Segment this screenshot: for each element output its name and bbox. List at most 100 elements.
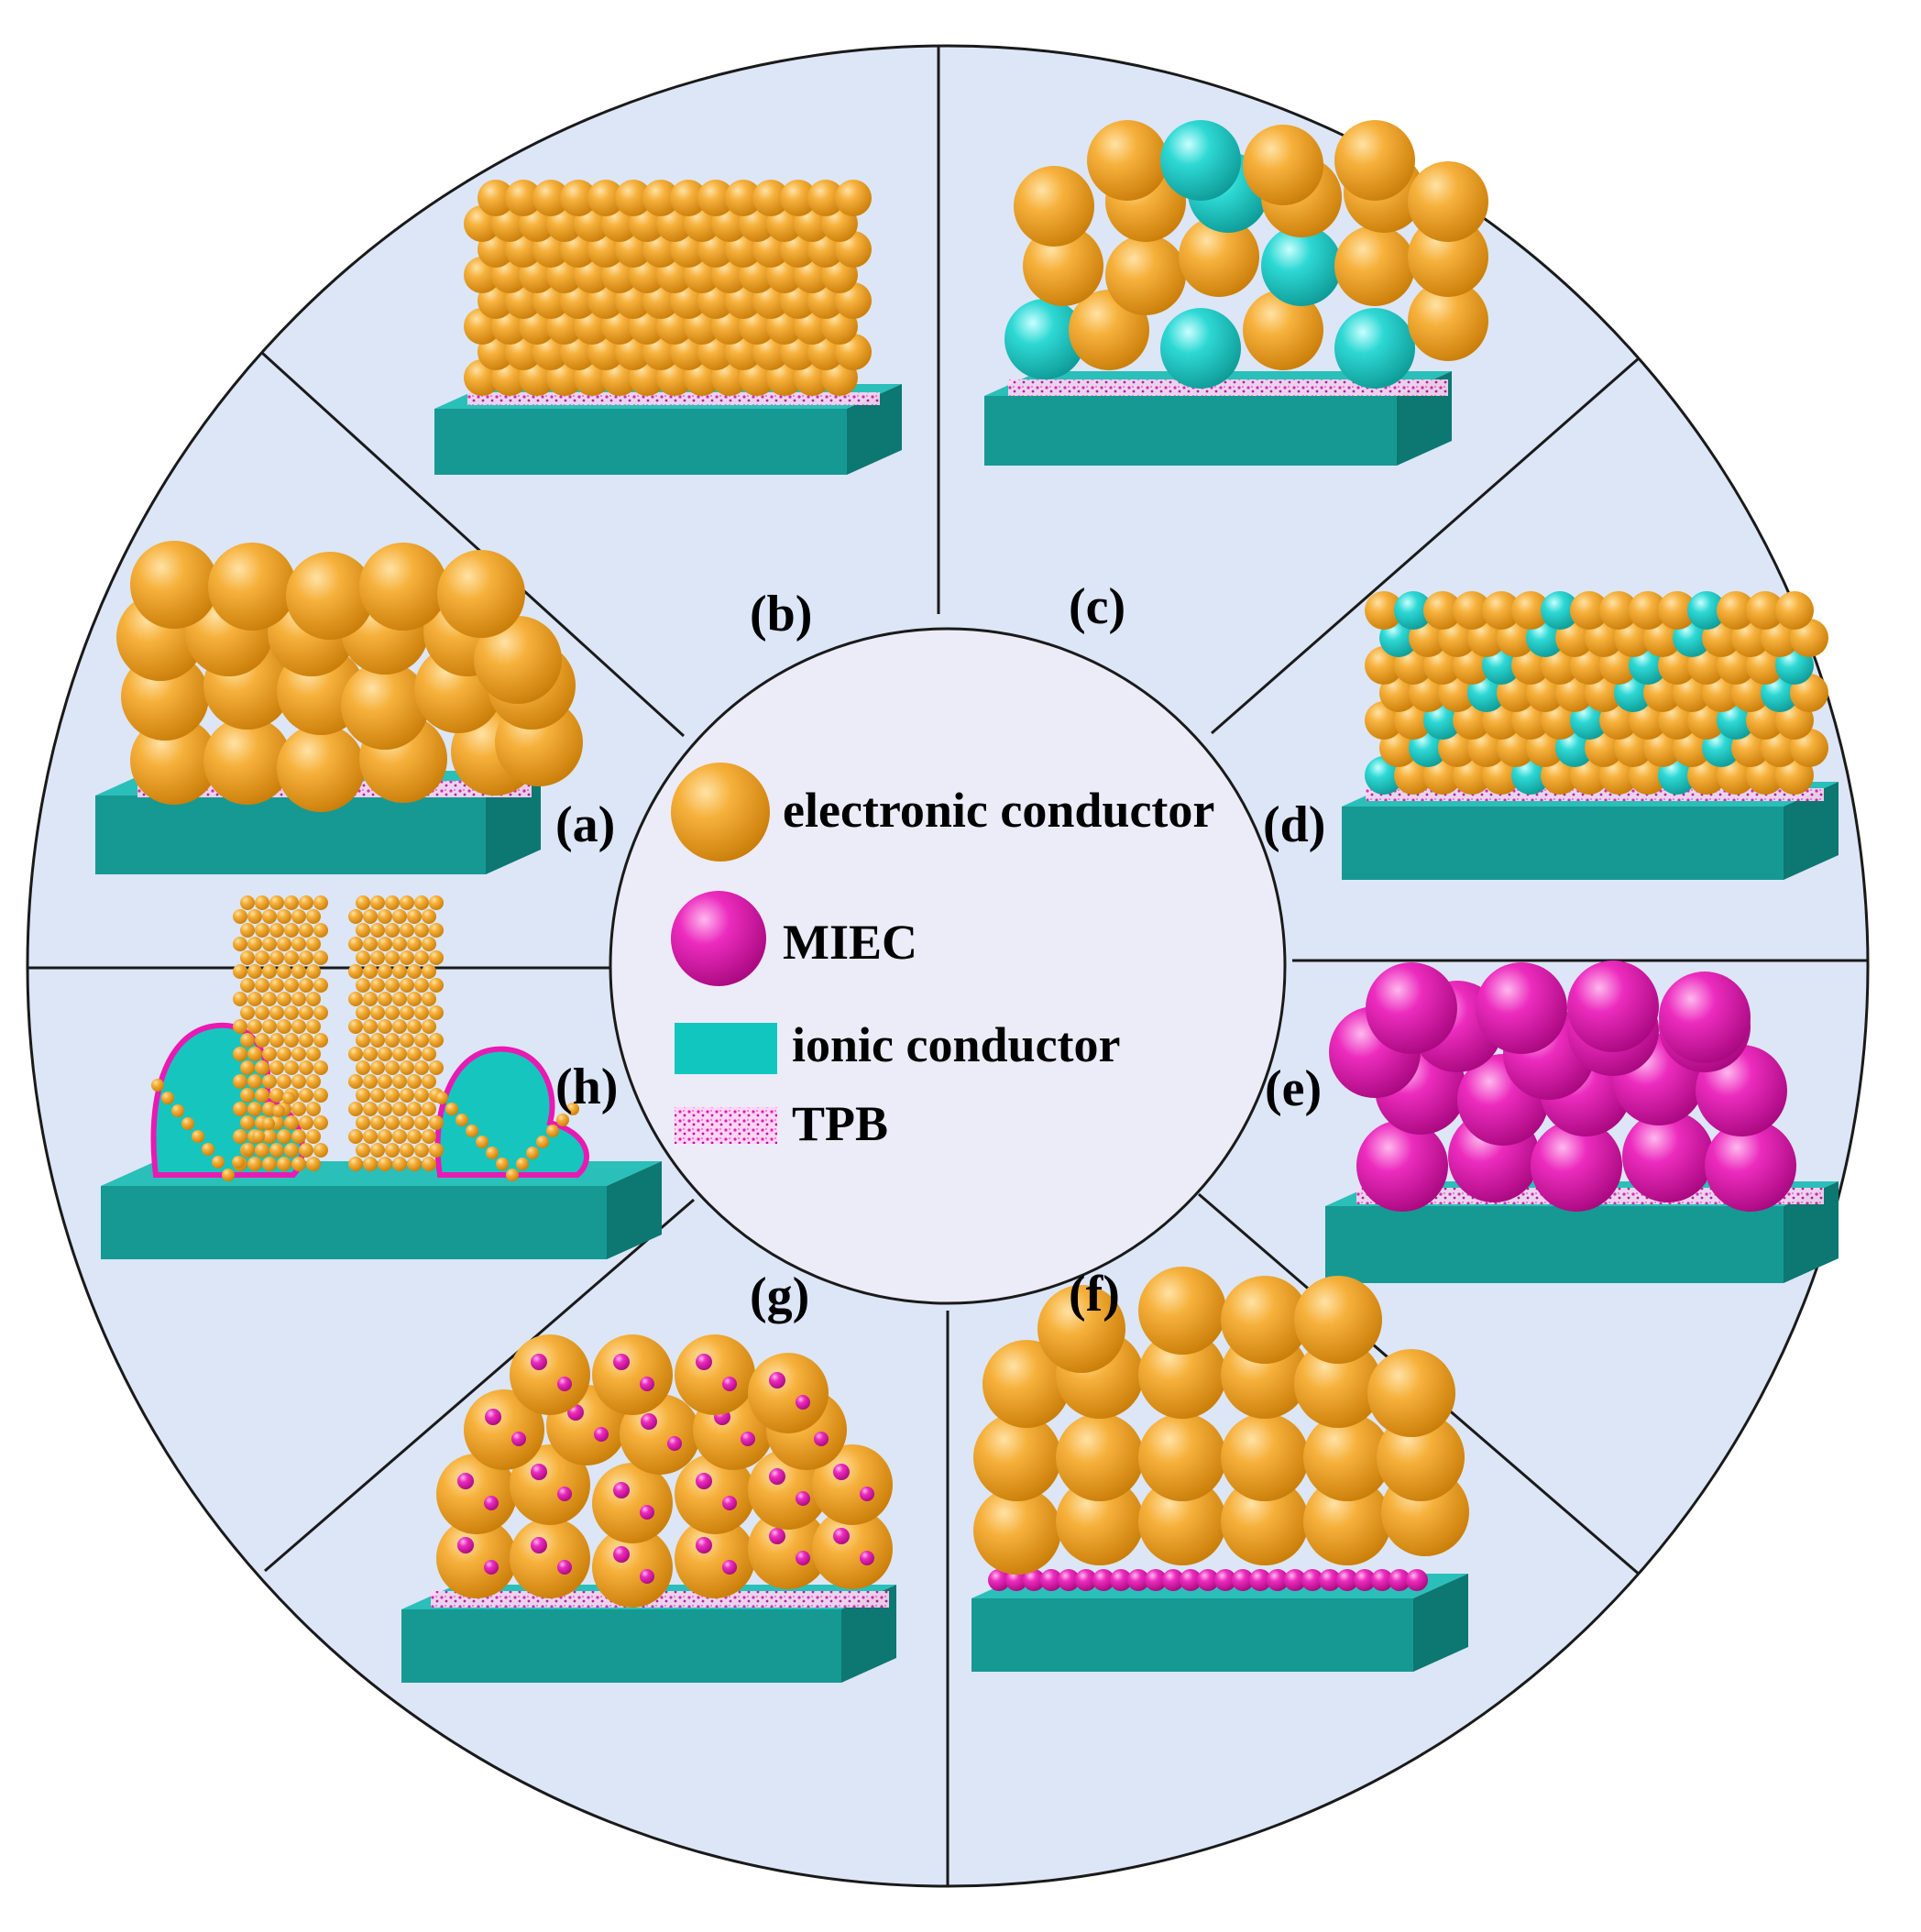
substrate-side-face xyxy=(607,1161,662,1259)
electronic-conductor-particle xyxy=(240,1005,255,1020)
electronic-conductor-particle xyxy=(546,1125,559,1137)
miec-particle xyxy=(833,1528,850,1544)
electronic-conductor-particle xyxy=(807,180,844,216)
electronic-conductor-particle xyxy=(400,1088,414,1103)
electronic-conductor-particle xyxy=(429,895,444,910)
substrate-front-face xyxy=(401,1609,841,1683)
electronic-conductor-particle xyxy=(247,1047,262,1061)
electronic-conductor-particle xyxy=(532,180,569,216)
legend-ionic-conductor-label: ionic conductor xyxy=(792,1017,1121,1072)
electronic-conductor-particle xyxy=(356,895,370,910)
electronic-conductor-particle xyxy=(1179,216,1259,297)
electronic-conductor-particle xyxy=(385,1115,400,1130)
electronic-conductor-particle xyxy=(277,1129,291,1144)
electronic-conductor-particle xyxy=(247,937,262,951)
electronic-conductor-particle xyxy=(1365,591,1403,630)
substrate-front-face xyxy=(101,1186,607,1259)
electronic-conductor-particle xyxy=(1367,1349,1455,1437)
miec-particle xyxy=(1249,1569,1271,1591)
electronic-conductor-particle xyxy=(306,1019,321,1034)
electronic-conductor-particle xyxy=(400,1115,414,1130)
electronic-conductor-particle xyxy=(284,1033,299,1048)
electronic-conductor-particle xyxy=(407,1019,422,1034)
electronic-conductor-particle xyxy=(240,923,255,938)
legend-tpb-swatch xyxy=(675,1107,777,1144)
electronic-conductor-particle xyxy=(313,1115,328,1130)
miec-particle xyxy=(1531,1120,1622,1212)
miec-particle xyxy=(1232,1569,1254,1591)
substrate-side-face xyxy=(1784,1181,1839,1283)
electronic-conductor-particle xyxy=(299,895,313,910)
electronic-conductor-particle xyxy=(299,1088,313,1103)
panel-f-scene xyxy=(971,1267,1469,1672)
electronic-conductor-particle xyxy=(277,724,365,812)
electronic-conductor-particle xyxy=(348,1047,363,1061)
miec-particle xyxy=(1705,1120,1796,1212)
electronic-conductor-particle xyxy=(356,1060,370,1075)
miec-particle xyxy=(796,1395,810,1410)
electronic-conductor-particle xyxy=(262,1157,277,1171)
electronic-conductor-particle xyxy=(414,895,429,910)
electronic-conductor-particle xyxy=(422,937,436,951)
substrate-front-face xyxy=(434,409,847,475)
electronic-conductor-particle xyxy=(422,1102,436,1116)
electronic-conductor-particle xyxy=(370,1060,385,1075)
electronic-conductor-particle xyxy=(400,1143,414,1158)
electronic-conductor-particle xyxy=(151,1079,164,1092)
electronic-conductor-particle xyxy=(675,1518,755,1598)
legend-miec-swatch xyxy=(671,891,766,986)
electronic-conductor-particle xyxy=(378,964,392,979)
electronic-conductor-particle xyxy=(291,1102,306,1116)
miec-particle xyxy=(1040,1569,1062,1591)
electronic-conductor-particle xyxy=(262,1129,277,1144)
electronic-conductor-particle xyxy=(348,1074,363,1089)
electronic-conductor-particle xyxy=(299,1115,313,1130)
electronic-conductor-particle xyxy=(615,180,652,216)
electronic-conductor-particle xyxy=(378,1102,392,1116)
electronic-conductor-particle xyxy=(299,950,313,965)
miec-particle xyxy=(1406,1569,1428,1591)
electronic-conductor-particle xyxy=(277,1074,291,1089)
legend-miec-label: MIEC xyxy=(783,915,917,970)
electronic-conductor-particle xyxy=(341,662,429,750)
miec-particle xyxy=(769,1372,785,1389)
electronic-conductor-particle xyxy=(414,950,429,965)
electronic-conductor-particle xyxy=(385,950,400,965)
electronic-conductor-particle xyxy=(247,1074,262,1089)
substrate-front-face xyxy=(1325,1206,1784,1283)
electronic-conductor-particle xyxy=(306,1102,321,1116)
miec-particle xyxy=(1354,1569,1376,1591)
electronic-conductor-particle xyxy=(313,923,328,938)
electronic-conductor-particle xyxy=(313,1005,328,1020)
miec-particle xyxy=(531,1354,547,1370)
electronic-conductor-particle xyxy=(407,992,422,1006)
electronic-conductor-particle xyxy=(291,1157,306,1171)
electronic-conductor-particle xyxy=(670,180,707,216)
electronic-conductor-particle xyxy=(812,1444,893,1525)
ionic-conductor-particle xyxy=(1394,591,1433,630)
electronic-conductor-particle xyxy=(272,1104,285,1117)
electronic-conductor-particle xyxy=(356,950,370,965)
electronic-conductor-particle xyxy=(642,180,679,216)
electronic-conductor-particle xyxy=(378,909,392,924)
electronic-conductor-particle xyxy=(299,1033,313,1048)
electronic-conductor-particle xyxy=(407,1047,422,1061)
electronic-conductor-particle xyxy=(284,923,299,938)
miec-particle xyxy=(667,1436,682,1451)
electronic-conductor-particle xyxy=(392,1102,407,1116)
electronic-conductor-particle xyxy=(277,992,291,1006)
electronic-conductor-particle xyxy=(587,180,624,216)
substrate-front-face xyxy=(971,1598,1413,1672)
electronic-conductor-particle xyxy=(407,1102,422,1116)
miec-particle xyxy=(696,1537,712,1553)
electronic-conductor-particle xyxy=(1377,1413,1465,1501)
electronic-conductor-particle xyxy=(291,964,306,979)
electronic-conductor-particle xyxy=(414,1005,429,1020)
electronic-conductor-particle xyxy=(348,1129,363,1144)
electronic-conductor-particle xyxy=(1746,591,1784,630)
miec-particle xyxy=(1622,1111,1714,1202)
electronic-conductor-particle xyxy=(414,1143,429,1158)
electronic-conductor-particle xyxy=(222,1169,235,1181)
legend: electronic conductor MIEC ionic conducto… xyxy=(671,763,1214,1151)
electronic-conductor-particle xyxy=(392,1157,407,1171)
